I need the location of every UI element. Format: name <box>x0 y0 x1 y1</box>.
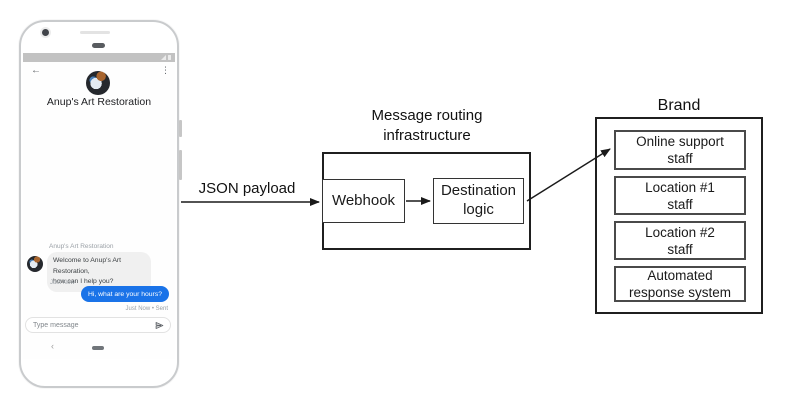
brand-title: Brand <box>657 97 701 114</box>
overflow-menu-icon[interactable]: ⋮ <box>161 65 170 75</box>
message-composer[interactable] <box>25 317 171 333</box>
power-button <box>179 120 182 137</box>
json-payload-label: JSON payload <box>198 180 296 197</box>
send-icon[interactable] <box>155 321 164 330</box>
chat-title: Anup's Art Restoration <box>46 96 152 108</box>
destination-logic-box: Destination logic <box>433 178 524 224</box>
sender-label: Anup's Art Restoration <box>49 243 114 250</box>
battery-icon <box>168 55 171 60</box>
signal-icon <box>161 55 166 60</box>
status-bar <box>23 53 175 62</box>
message-avatar <box>27 256 43 272</box>
front-camera-icon <box>42 29 49 36</box>
nav-back-icon[interactable]: ‹ <box>51 341 54 351</box>
webhook-box: Webhook <box>322 179 405 223</box>
home-button-icon[interactable] <box>92 346 104 350</box>
incoming-timestamp: Just Now <box>50 280 75 286</box>
business-avatar <box>86 71 110 95</box>
brand-item-location-2: Location #2 staff <box>614 221 746 260</box>
outgoing-timestamp: Just Now • Sent <box>125 306 168 312</box>
brand-item-online-support: Online support staff <box>614 130 746 170</box>
incoming-message-bubble: Welcome to Anup's Art Restoration, how c… <box>47 252 151 292</box>
routing-title: Message routing infrastructure <box>371 107 483 144</box>
brand-item-location-1: Location #1 staff <box>614 176 746 215</box>
volume-button <box>179 150 182 180</box>
phone-mockup: ← ⋮ Anup's Art Restoration Anup's Art Re… <box>19 20 182 388</box>
earpiece <box>92 43 105 48</box>
brand-container-box: Online support staff Location #1 staff L… <box>595 117 763 314</box>
speaker-slot <box>80 31 110 34</box>
phone-screen: ← ⋮ Anup's Art Restoration Anup's Art Re… <box>23 53 175 359</box>
brand-item-automated-response: Automated response system <box>614 266 746 302</box>
message-input[interactable] <box>26 321 155 329</box>
outgoing-message-bubble: Hi, what are your hours? <box>80 286 169 302</box>
back-arrow-icon[interactable]: ← <box>31 65 41 76</box>
